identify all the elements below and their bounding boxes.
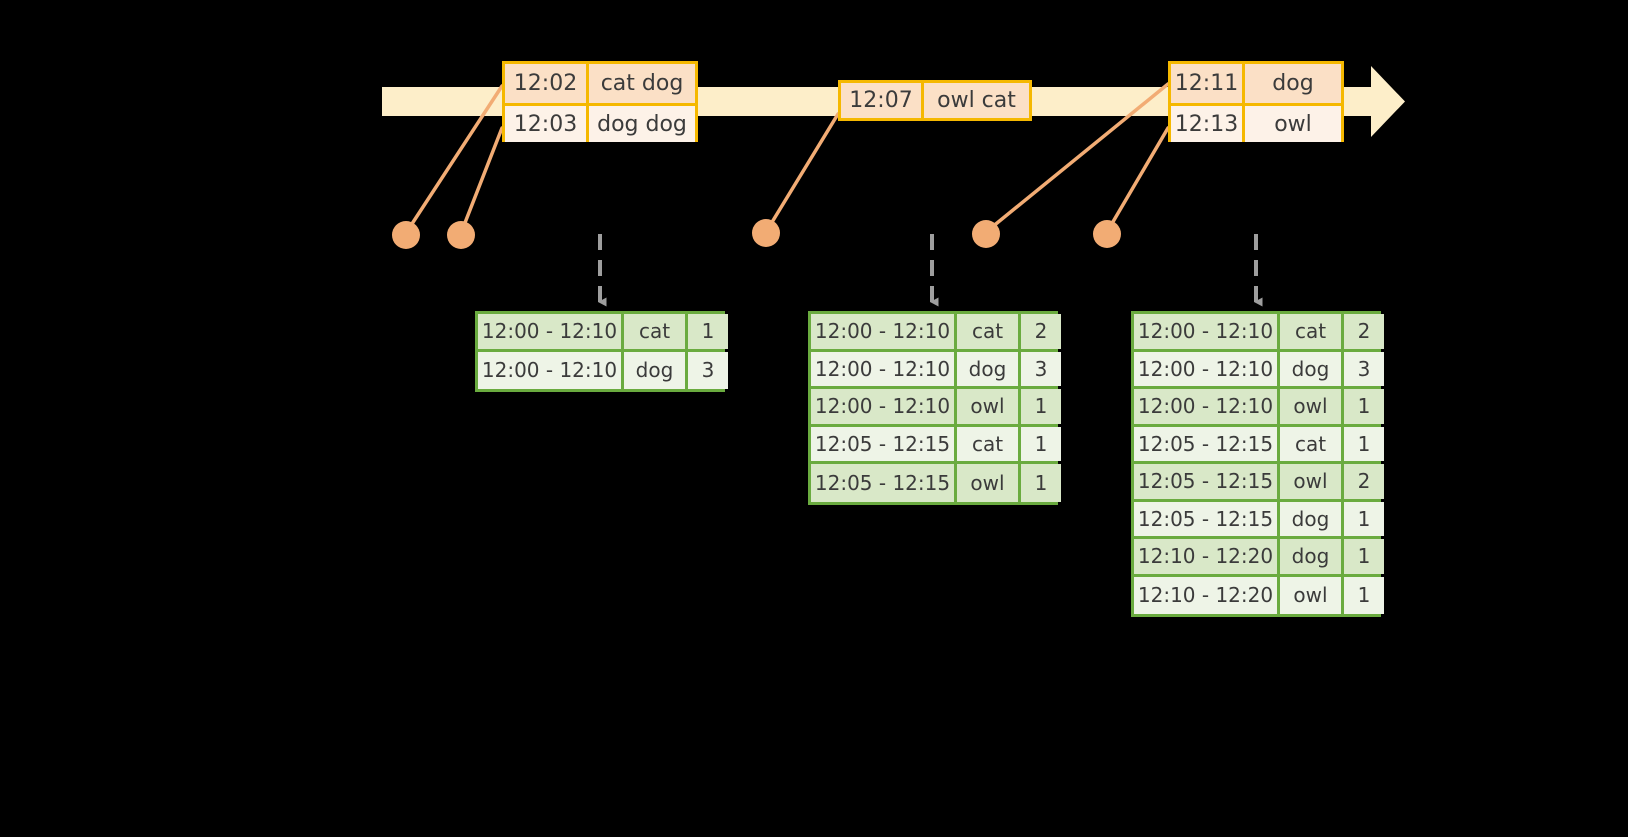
event-box-3: 12:11 dog 12:13 owl — [1168, 61, 1344, 142]
count-cell: 3 — [688, 351, 728, 389]
count-cell: 1 — [1021, 426, 1061, 461]
count-cell: 2 — [1344, 314, 1384, 349]
event-row: 12:03 dog dog — [505, 103, 695, 142]
window-cell: 12:10 - 12:20 — [1134, 576, 1280, 614]
event-words: owl — [1245, 106, 1341, 142]
key-cell: cat — [957, 314, 1021, 349]
window-cell: 12:00 - 12:10 — [1134, 351, 1280, 386]
key-cell: owl — [957, 464, 1021, 502]
window-cell: 12:00 - 12:10 — [811, 389, 957, 424]
event-box-2: 12:07 owl cat — [838, 80, 1032, 121]
count-cell: 2 — [1344, 464, 1384, 499]
table-row: 12:05 - 12:15 owl 2 — [1134, 464, 1384, 502]
window-cell: 12:05 - 12:15 — [1134, 426, 1280, 461]
window-cell: 12:00 - 12:10 — [811, 314, 957, 349]
table-row: 12:00 - 12:10 owl 1 — [1134, 389, 1384, 427]
event-row: 12:07 owl cat — [841, 83, 1029, 118]
key-cell: dog — [1280, 501, 1344, 536]
key-cell: cat — [1280, 314, 1344, 349]
table-row: 12:00 - 12:10 cat 2 — [811, 314, 1061, 352]
key-cell: owl — [1280, 576, 1344, 614]
count-cell: 1 — [1344, 539, 1384, 574]
key-cell: owl — [1280, 389, 1344, 424]
event-time: 12:03 — [505, 106, 589, 142]
window-cell: 12:05 - 12:15 — [1134, 464, 1280, 499]
connector-line-1202 — [404, 84, 504, 235]
count-cell: 3 — [1021, 351, 1061, 386]
event-dot-1211 — [972, 220, 1000, 248]
table-row: 12:00 - 12:10 dog 3 — [811, 351, 1061, 389]
table-row: 12:00 - 12:10 dog 3 — [478, 351, 728, 389]
window-cell: 12:00 - 12:10 — [1134, 389, 1280, 424]
connector-line-1213 — [1105, 126, 1170, 234]
table-row: 12:00 - 12:10 dog 3 — [1134, 351, 1384, 389]
table-row: 12:00 - 12:10 cat 1 — [478, 314, 728, 352]
table-row: 12:05 - 12:15 cat 1 — [811, 426, 1061, 464]
count-cell: 1 — [1344, 501, 1384, 536]
window-cell: 12:05 - 12:15 — [1134, 501, 1280, 536]
window-cell: 12:05 - 12:15 — [811, 464, 957, 502]
key-cell: dog — [1280, 351, 1344, 386]
event-time: 12:02 — [505, 64, 589, 103]
connector-line-1207 — [764, 112, 840, 234]
key-cell: cat — [1280, 426, 1344, 461]
key-cell: dog — [957, 351, 1021, 386]
event-dot-1207 — [752, 219, 780, 247]
event-words: cat dog — [589, 64, 695, 103]
table-row: 12:05 - 12:15 dog 1 — [1134, 501, 1384, 539]
window-cell: 12:10 - 12:20 — [1134, 539, 1280, 574]
count-cell: 2 — [1021, 314, 1061, 349]
key-cell: cat — [624, 314, 688, 349]
event-words: owl cat — [924, 83, 1029, 118]
table-row: 12:10 - 12:20 dog 1 — [1134, 539, 1384, 577]
connector-dots — [392, 219, 1121, 249]
event-row: 12:13 owl — [1171, 103, 1341, 142]
key-cell: cat — [957, 426, 1021, 461]
window-cell: 12:00 - 12:10 — [1134, 314, 1280, 349]
event-dot-1213 — [1093, 220, 1121, 248]
table-row: 12:05 - 12:15 owl 1 — [811, 464, 1061, 502]
count-cell: 3 — [1344, 351, 1384, 386]
event-words: dog — [1245, 64, 1341, 103]
count-cell: 1 — [1344, 576, 1384, 614]
event-time: 12:13 — [1171, 106, 1245, 142]
count-cell: 1 — [1021, 464, 1061, 502]
event-words: dog dog — [589, 106, 695, 142]
event-time: 12:07 — [841, 83, 924, 118]
window-cell: 12:00 - 12:10 — [811, 351, 957, 386]
key-cell: owl — [1280, 464, 1344, 499]
event-box-1: 12:02 cat dog 12:03 dog dog — [502, 61, 698, 142]
event-time: 12:11 — [1171, 64, 1245, 103]
window-cell: 12:05 - 12:15 — [811, 426, 957, 461]
aggregate-table-3: 12:00 - 12:10 cat 2 12:00 - 12:10 dog 3 … — [1131, 311, 1384, 617]
table-row: 12:05 - 12:15 cat 1 — [1134, 426, 1384, 464]
table-row: 12:00 - 12:10 owl 1 — [811, 389, 1061, 427]
aggregate-table-2: 12:00 - 12:10 cat 2 12:00 - 12:10 dog 3 … — [808, 311, 1061, 505]
event-dot-1203 — [447, 221, 475, 249]
event-row: 12:11 dog — [1171, 64, 1341, 103]
key-cell: dog — [624, 351, 688, 389]
key-cell: dog — [1280, 539, 1344, 574]
window-cell: 12:00 - 12:10 — [478, 351, 624, 389]
event-row: 12:02 cat dog — [505, 64, 695, 103]
count-cell: 1 — [688, 314, 728, 349]
count-cell: 1 — [1344, 426, 1384, 461]
count-cell: 1 — [1344, 389, 1384, 424]
aggregate-table-1: 12:00 - 12:10 cat 1 12:00 - 12:10 dog 3 — [475, 311, 728, 392]
dashed-arrows — [598, 234, 1263, 307]
key-cell: owl — [957, 389, 1021, 424]
connector-line-1203 — [459, 126, 504, 235]
count-cell: 1 — [1021, 389, 1061, 424]
window-cell: 12:00 - 12:10 — [478, 314, 624, 349]
table-row: 12:00 - 12:10 cat 2 — [1134, 314, 1384, 352]
table-row: 12:10 - 12:20 owl 1 — [1134, 576, 1384, 614]
event-dot-1202 — [392, 221, 420, 249]
